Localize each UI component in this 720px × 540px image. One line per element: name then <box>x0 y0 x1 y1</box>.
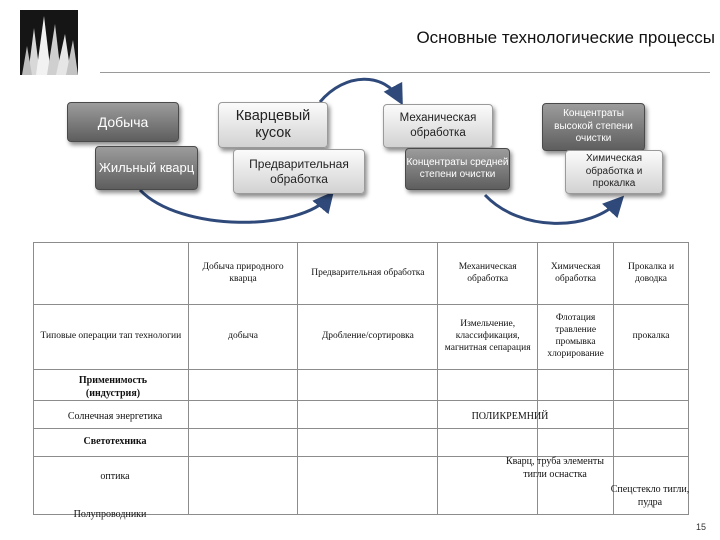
flow-box-khim-obrabotka: Химическая обработка и прокалка <box>565 150 663 194</box>
op-prokalka: прокалка <box>613 304 689 370</box>
flow-box-kvartsevy-kusok: Кварцевый кусок <box>218 102 328 148</box>
header-prokalka: Прокалка и доводка <box>613 242 689 305</box>
op-mekh: Измельчение, классификация, магнитная се… <box>437 304 539 370</box>
table-row: Типовые операции тап технологии добыча Д… <box>33 304 689 370</box>
flow-box-konts-sredney: Концентраты средней степени очистки <box>405 148 510 190</box>
page-number: 15 <box>695 522 706 532</box>
quartz-tube-label: Кварц, труба элементы тигли оснастка <box>505 456 605 480</box>
table-row <box>33 456 689 515</box>
header-dobycha: Добыча природного кварца <box>187 242 299 305</box>
op-khim: Флотация травление промывка хлорирование <box>537 304 615 370</box>
flow-box-mekh-obrabotka: Механическая обработка <box>383 104 493 148</box>
table-row <box>33 428 689 457</box>
flow-box-konts-vysokoy: Концентраты высокой степени очистки <box>542 103 645 151</box>
arrow-kusok-to-mekh <box>318 77 403 106</box>
flow-box-predv-obrabotka: Предварительная обработка <box>233 149 365 194</box>
page-title: Основные технологические процессы <box>416 28 715 47</box>
op-dobycha: добыча <box>187 304 299 370</box>
process-table: Добыча природного кварца Предварительная… <box>33 242 689 515</box>
quartz-crystal-image <box>20 10 78 75</box>
title-divider <box>100 72 710 73</box>
table-row <box>33 400 689 429</box>
table-row: Добыча природного кварца Предварительная… <box>33 242 689 305</box>
table-row <box>33 369 689 401</box>
semiconductors-label: Полупроводники <box>73 509 147 520</box>
solar-energy-label: Солнечная энергетика <box>67 411 163 422</box>
header-khim: Химическая обработка <box>537 242 615 305</box>
flow-box-dobycha: Добыча <box>67 102 179 142</box>
optics-label: оптика <box>100 471 130 482</box>
special-glass-label: Спецстекло тигли, пудра <box>610 484 690 508</box>
flow-arrows <box>138 77 625 225</box>
op-predv: Дробление/сортировка <box>297 304 439 370</box>
row-label-operations: Типовые операции тап технологии <box>33 304 189 370</box>
arrow-dobycha-to-kvarts <box>138 188 334 224</box>
header-mekh: Механическая обработка <box>437 242 539 305</box>
applicability-label: Применимость (индустрия) <box>78 375 148 399</box>
arrow-mekh-to-khim <box>483 193 625 225</box>
flow-box-zhilny-kvarts: Жильный кварц <box>95 146 198 190</box>
lighting-label: Светотехника <box>83 436 147 447</box>
polysilicon-label: ПОЛИКРЕМНИЙ <box>471 411 549 422</box>
header-predv: Предварительная обработка <box>297 242 439 305</box>
